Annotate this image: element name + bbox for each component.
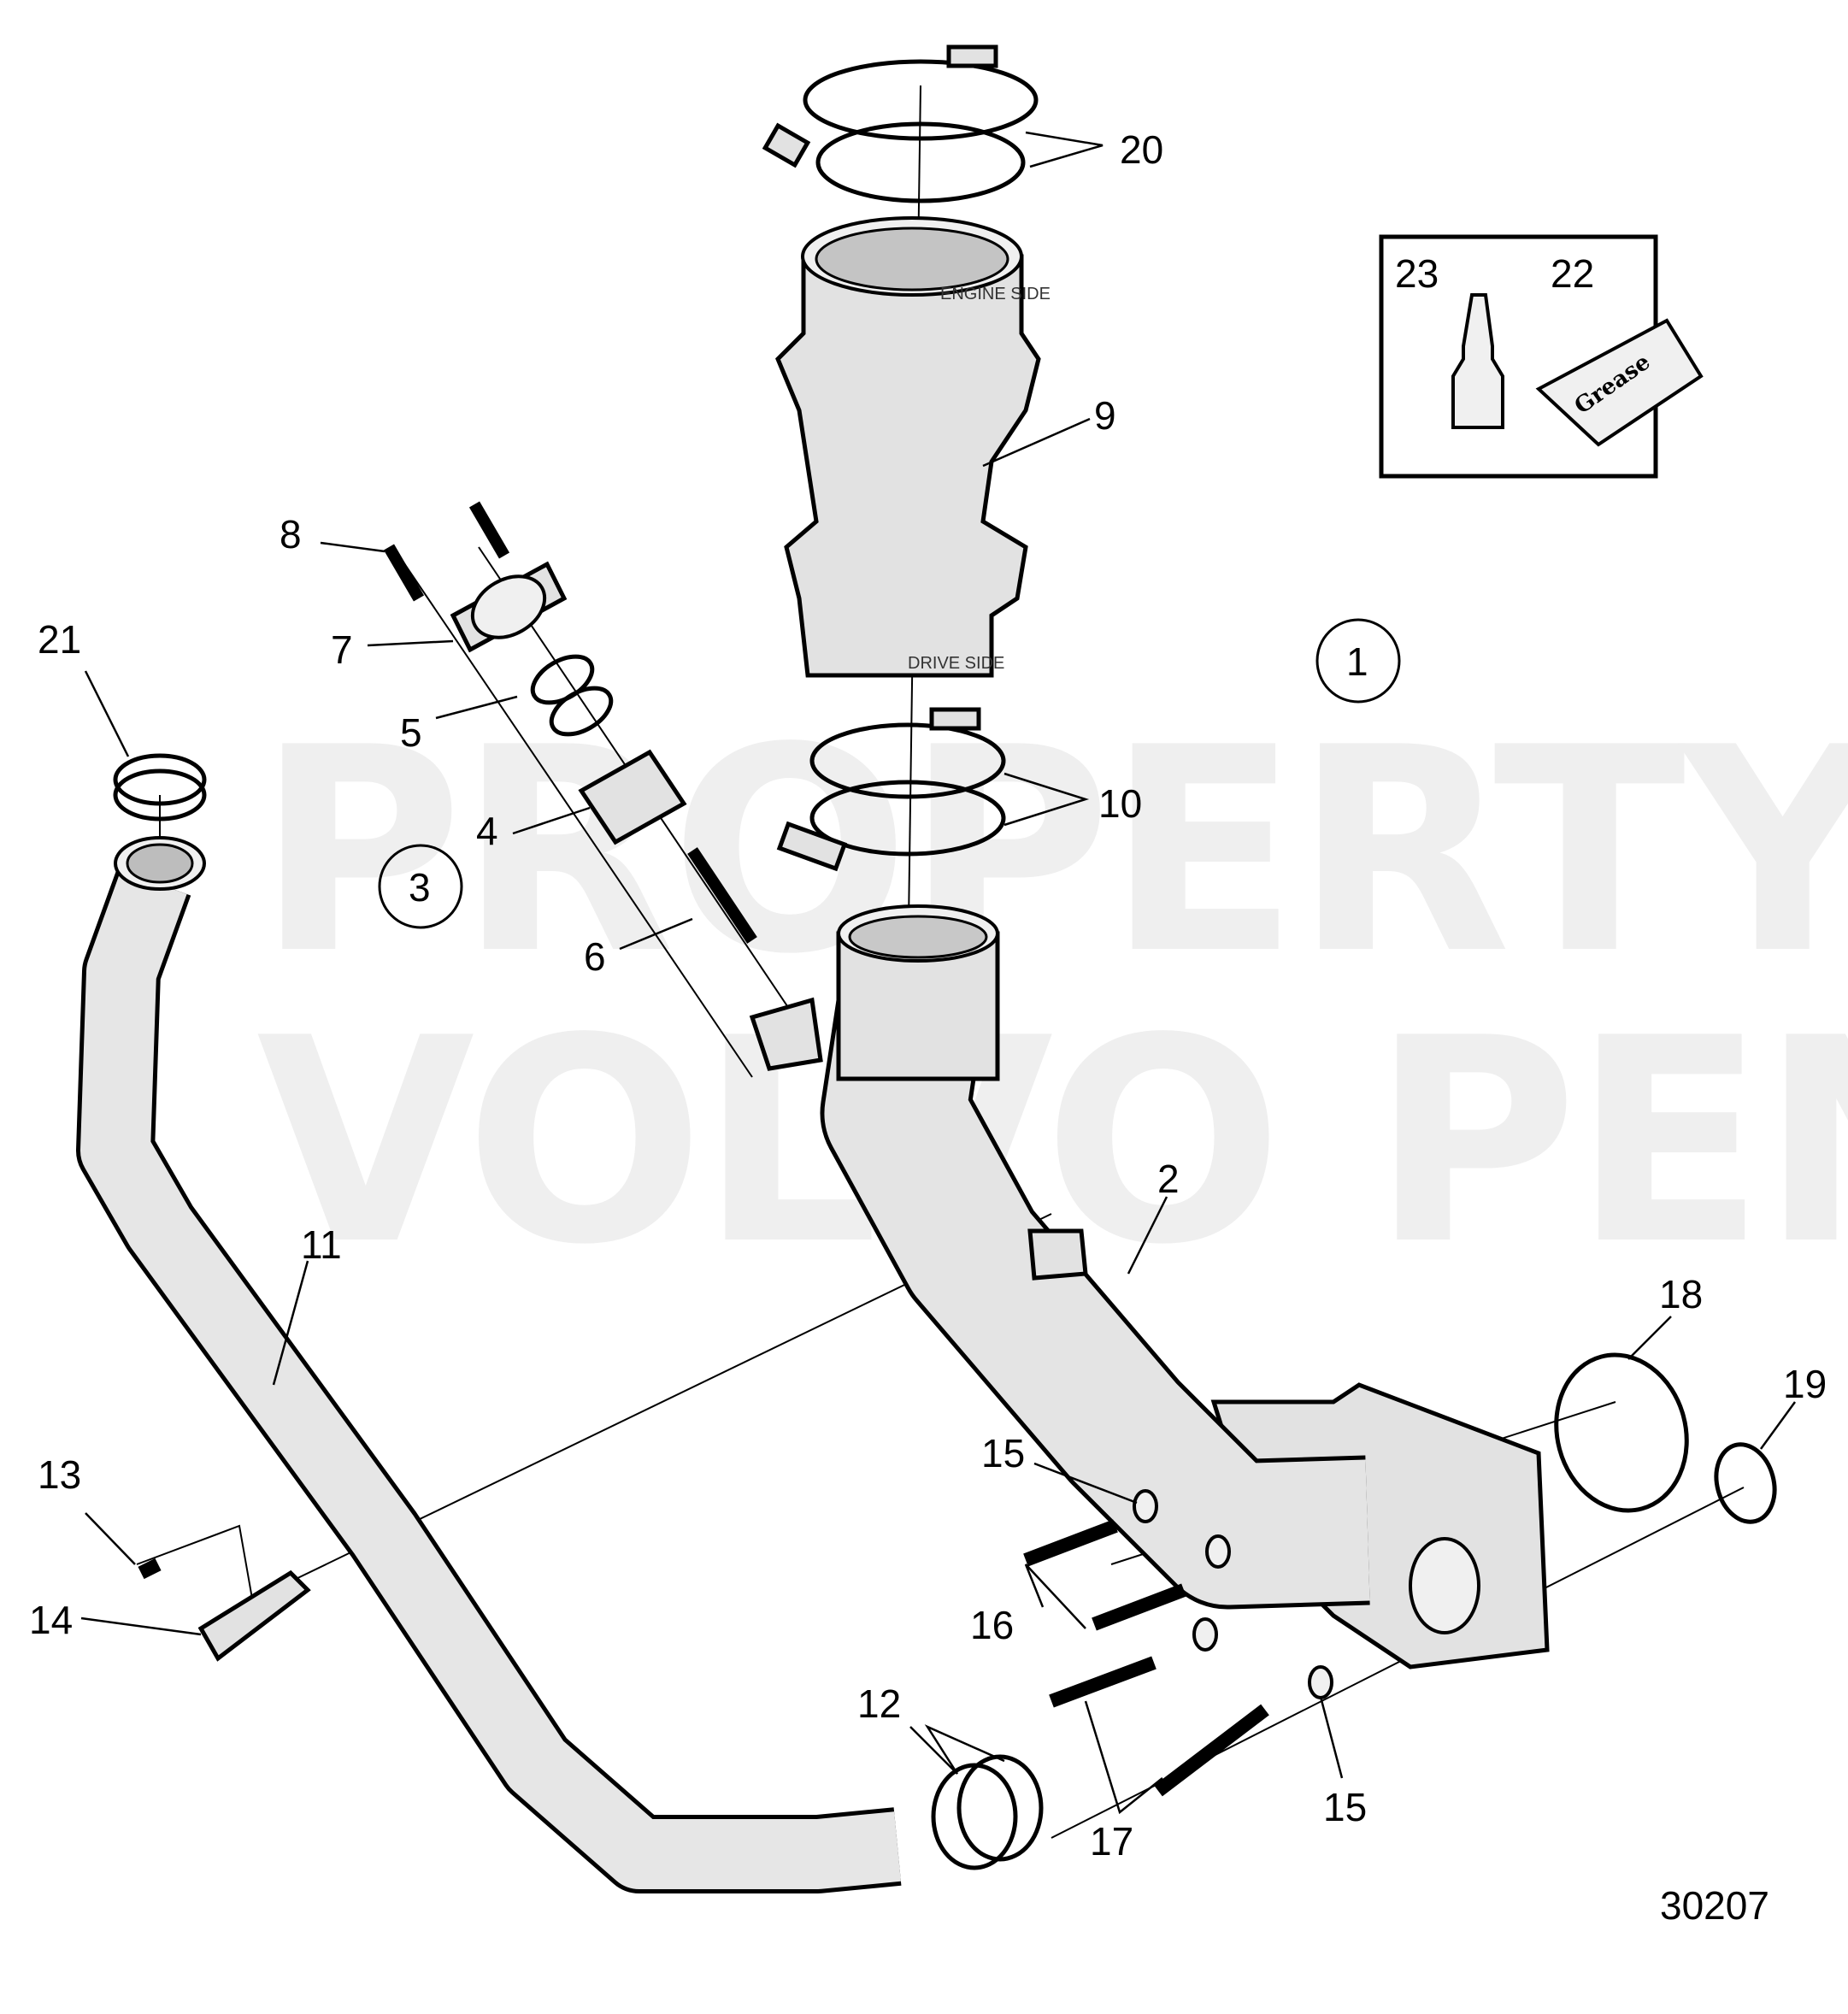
part-12-clamp [931,1763,1018,1870]
callout-15-lower: 15 [1323,1785,1367,1829]
consumables-box: Grease [1379,234,1704,479]
part-21-clamp [113,753,207,806]
callout-8: 8 [280,512,302,556]
drive-side-marking: DRIVE SIDE [908,654,1004,673]
callout-6: 6 [584,934,606,979]
assembly-circle-1 [1315,618,1401,704]
callout-22: 22 [1551,251,1594,296]
part-21-clamp-band [113,768,207,822]
part-9-hose: ENGINE SIDE DRIVE SIDE [775,216,1051,678]
callout-20: 20 [1120,127,1163,172]
part-11-pipe [76,836,902,1893]
leader-lines [80,131,1797,1815]
callout-3: 3 [409,865,431,910]
part-14-clamp [197,1569,311,1662]
callout-5: 5 [400,710,422,755]
callout-18: 18 [1659,1272,1703,1316]
part-19-o-ring [1714,1442,1777,1524]
drawing-number: 30207 [1660,1883,1769,1928]
callout-23: 23 [1395,251,1439,296]
bolts-and-washers [138,1489,1333,1797]
callout-12: 12 [857,1681,901,1726]
callout-16: 16 [970,1603,1014,1647]
part-18-o-ring [1554,1352,1689,1513]
callout-2: 2 [1157,1157,1180,1201]
callout-11: 11 [301,1222,342,1267]
part-20-clamps [762,44,1039,203]
callout-17: 17 [1090,1819,1133,1864]
part-2-pipe [749,904,1550,1670]
callout-14: 14 [29,1598,73,1642]
callout-4: 4 [476,809,498,853]
callout-21: 21 [38,617,81,662]
assembly-circle-3 [378,844,463,929]
callout-19: 19 [1783,1362,1827,1406]
parts-4-to-8 [383,501,757,944]
part-22-grease-tube [1535,318,1704,447]
callout-13: 13 [38,1452,81,1497]
callout-labels: 1 3 2 4 5 6 7 8 9 10 11 12 13 14 15 15 1… [29,127,1827,1928]
part-12-clamp-b [956,1754,1044,1862]
callout-15-upper: 15 [981,1431,1025,1475]
part-10-clamps [776,707,1006,872]
callout-9: 9 [1094,393,1116,438]
engine-side-marking: ENGINE SIDE [940,285,1051,303]
part-23-bottle [1451,293,1504,429]
callout-7: 7 [331,627,353,672]
watermark-line-1: PROPERTY OF [256,687,1848,1016]
callout-1: 1 [1346,639,1368,684]
callout-10: 10 [1098,781,1142,826]
